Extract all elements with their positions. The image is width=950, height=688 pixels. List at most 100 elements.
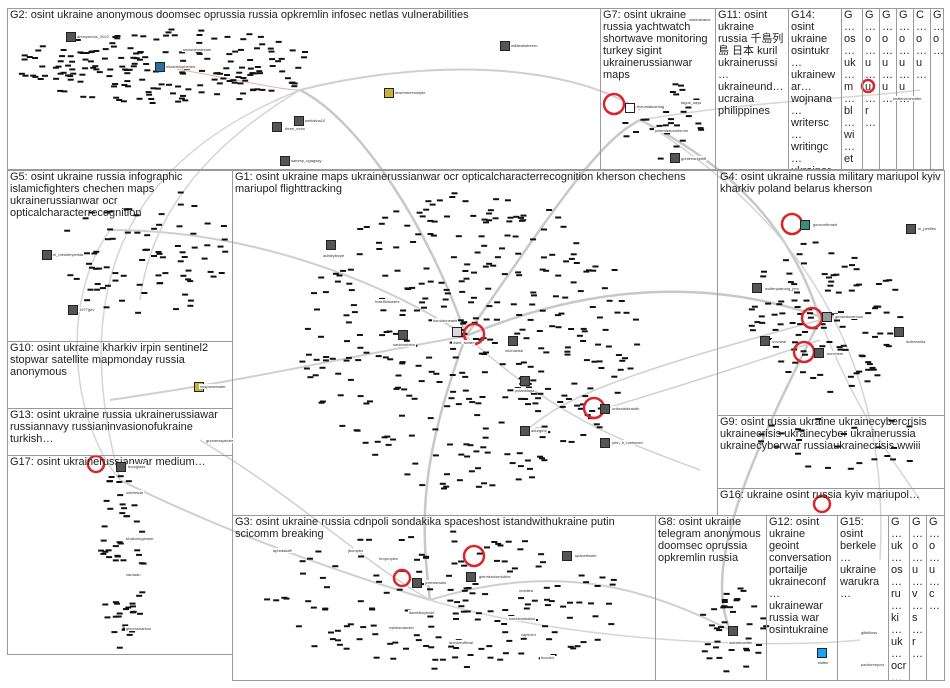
- node-avatar-nl-perilles[interactable]: [906, 224, 916, 234]
- dot-g2: [302, 51, 308, 53]
- dot-g1: [378, 222, 385, 225]
- node-avatar-twitter[interactable]: [817, 648, 827, 658]
- dot-g1: [390, 438, 397, 441]
- dot-g1: [458, 280, 465, 283]
- dot-g3: [420, 583, 427, 586]
- dot-g2: [131, 34, 138, 37]
- dot-g7: [695, 122, 702, 125]
- dot-g5: [103, 266, 110, 269]
- dot-g4: [826, 341, 833, 343]
- dot-g2: [106, 75, 113, 78]
- dot-g1: [539, 457, 545, 460]
- dot-g4: [841, 265, 848, 268]
- dot-g2: [295, 66, 302, 69]
- node-avatar-aubleyboyle[interactable]: [326, 240, 336, 250]
- node-label-mobilea: mobilea: [518, 588, 535, 593]
- node-avatar-elloaristophenes[interactable]: [155, 62, 165, 72]
- dot-g5: [141, 292, 148, 294]
- node-avatar-wolfenpatrong-jem[interactable]: [752, 283, 762, 293]
- node-avatar-wikileaksfreeru[interactable]: [500, 41, 510, 51]
- node-avatar-novobai[interactable]: [760, 336, 770, 346]
- dot-g2: [275, 40, 282, 43]
- dot-g3: [428, 646, 435, 649]
- dot-g3: [451, 540, 458, 543]
- dot-g1: [423, 208, 430, 211]
- node-avatar-geoconfirmed[interactable]: [800, 220, 810, 230]
- node-avatar-gunterwrightiff[interactable]: [670, 153, 680, 163]
- dot-g1: [531, 294, 537, 297]
- node-avatar-sstraticrwitter[interactable]: [728, 626, 738, 636]
- node-avatar-john-b-hartsmen[interactable]: [600, 438, 610, 448]
- dot-g1: [449, 374, 456, 376]
- node-avatar-anonymous-2022[interactable]: [66, 32, 76, 42]
- dot-g4: [797, 323, 804, 326]
- dot-g1: [336, 274, 343, 277]
- dot-g2: [247, 67, 254, 70]
- dot-g5: [158, 213, 165, 216]
- dot-g9: [856, 462, 863, 465]
- dot-g1: [520, 214, 527, 217]
- dot-g3: [524, 603, 531, 606]
- node-avatar-osint-twitter[interactable]: [452, 327, 462, 337]
- node-avatar-jcnewsradio[interactable]: [412, 578, 422, 588]
- node-label-worldcanbalad: worldcanbalad: [508, 616, 536, 621]
- dot-g3: [295, 625, 302, 628]
- node-avatar-spacetfoster[interactable]: [562, 551, 572, 561]
- dot-g4: [791, 299, 798, 302]
- node-avatar-michaelsb[interactable]: [508, 336, 518, 346]
- node-avatar-dofernarha[interactable]: [894, 327, 904, 337]
- node-avatar-glennkruisedubhe[interactable]: [466, 572, 476, 582]
- node-avatar-sammy-ugagnay[interactable]: [280, 156, 290, 166]
- dot-g2: [87, 60, 94, 63]
- dot-g4: [853, 372, 860, 375]
- node-avatar-polantilaga[interactable]: [520, 376, 530, 386]
- dot-g1: [463, 277, 470, 280]
- dot-g1: [449, 196, 456, 198]
- dot-g1: [571, 382, 578, 385]
- node-avatar-smitalina10[interactable]: [294, 116, 304, 126]
- node-avatar-sanbombers[interactable]: [398, 330, 408, 340]
- dot-g1: [456, 479, 463, 482]
- dot-g1: [427, 219, 434, 222]
- node-avatar-teachmoresimple[interactable]: [384, 88, 394, 98]
- dot-g8: [713, 627, 720, 630]
- dot-g3: [592, 615, 599, 618]
- dot-g2: [175, 85, 182, 88]
- node-label-teachmoresimple: teachmoresimple: [394, 90, 427, 95]
- node-avatar-unitedaldeatoth[interactable]: [600, 404, 610, 414]
- node-avatar-1977gev[interactable]: [68, 305, 78, 315]
- node-avatar-theunilatusmag[interactable]: [625, 103, 635, 113]
- node-avatar-sunchem[interactable]: [814, 348, 824, 358]
- dot-g1: [530, 238, 537, 241]
- dot-g2: [59, 55, 66, 58]
- node-avatar-el-meshteyerista[interactable]: [42, 250, 52, 260]
- dot-g2: [162, 51, 169, 54]
- dot-g5: [191, 246, 198, 249]
- dot-g1: [482, 265, 489, 268]
- dot-g1: [332, 272, 339, 275]
- dot-g3: [427, 588, 434, 591]
- node-label-danielboytodd: danielboytodd: [408, 610, 435, 615]
- dot-g3: [357, 538, 364, 541]
- dot-g2: [26, 56, 33, 58]
- dot-g1: [329, 357, 336, 360]
- dot-g17: [98, 549, 105, 552]
- dot-g5: [135, 311, 142, 314]
- node-avatar-geosintoverloon[interactable]: [822, 312, 832, 322]
- edge-0: [299, 88, 468, 337]
- dot-g1: [459, 290, 466, 293]
- dot-g2: [170, 92, 176, 95]
- node-avatar-three-echo[interactable]: [272, 122, 282, 132]
- dot-g2: [239, 66, 245, 69]
- dot-g7: [649, 128, 656, 131]
- dot-g1: [540, 256, 547, 259]
- node-avatar-adurgeol[interactable]: [520, 426, 530, 436]
- node-avatar-hourglass[interactable]: [116, 462, 126, 472]
- dot-g1: [467, 444, 474, 447]
- dot-g17: [129, 630, 136, 633]
- dot-g1: [530, 291, 537, 294]
- dot-g1: [518, 216, 524, 219]
- dot-g8: [718, 626, 724, 629]
- dot-g1: [570, 253, 577, 256]
- dot-g17: [137, 612, 143, 615]
